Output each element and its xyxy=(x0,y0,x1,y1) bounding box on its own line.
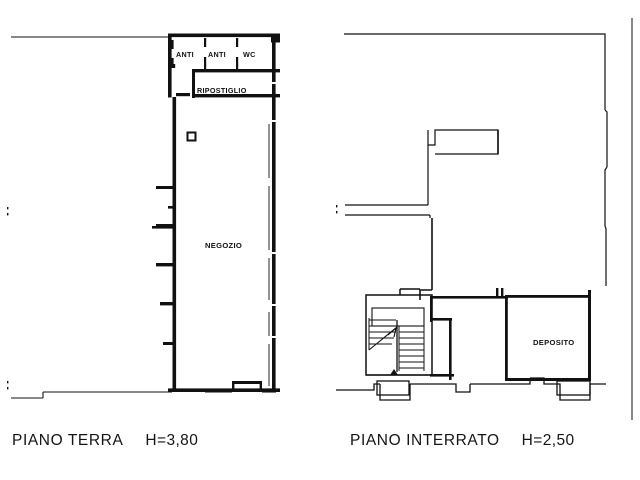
caption-basement-floor-name: PIANO INTERRATO xyxy=(350,432,500,449)
ground-bottom-openings xyxy=(232,381,262,389)
room-label-anti-1: ANTI xyxy=(176,50,194,59)
basement-door-mark xyxy=(390,369,398,375)
basement-floor-plan xyxy=(336,33,608,401)
room-label-wc: WC xyxy=(243,50,256,59)
room-label-ripostiglio: RIPOSTIGLIO xyxy=(197,86,247,95)
caption-basement-floor-height: H=2,50 xyxy=(521,432,575,449)
basement-main-walls xyxy=(419,130,499,300)
ground-perimeter-walls xyxy=(168,33,280,392)
basement-outline xyxy=(344,33,608,286)
room-label-deposito: DEPOSITO xyxy=(533,338,575,347)
room-label-negozio: NEGOZIO xyxy=(205,241,243,250)
basement-staircase xyxy=(368,307,425,372)
caption-ground-floor-height: H=3,80 xyxy=(145,432,199,449)
staircase-treads-right xyxy=(398,325,425,371)
caption-ground-floor: PIANO TERRA H=3,80 xyxy=(12,432,198,450)
room-label-anti-2: ANTI xyxy=(208,50,226,59)
ground-ripostiglio-walls xyxy=(176,69,280,98)
caption-basement-floor: PIANO INTERRATO H=2,50 xyxy=(350,432,575,450)
ground-partitions-top xyxy=(171,38,280,73)
basement-upper-partitions xyxy=(345,129,499,218)
staircase-direction-arrow xyxy=(368,326,398,351)
ground-wall-stubs-left xyxy=(152,186,174,345)
basement-tick-marks xyxy=(336,205,338,214)
ground-tick-marks xyxy=(7,207,9,390)
basement-bay-frames xyxy=(376,380,591,396)
basement-middle-walls xyxy=(430,288,508,380)
ground-column xyxy=(186,131,197,142)
plan-captions: PIANO TERRA H=3,80 PIANO INTERRATO H=2,50 xyxy=(0,432,640,462)
basement-deposito-walls xyxy=(505,290,591,381)
ground-floor-plan xyxy=(7,33,280,399)
staircase-treads-left xyxy=(368,318,396,350)
caption-ground-floor-name: PIANO TERRA xyxy=(12,432,124,449)
